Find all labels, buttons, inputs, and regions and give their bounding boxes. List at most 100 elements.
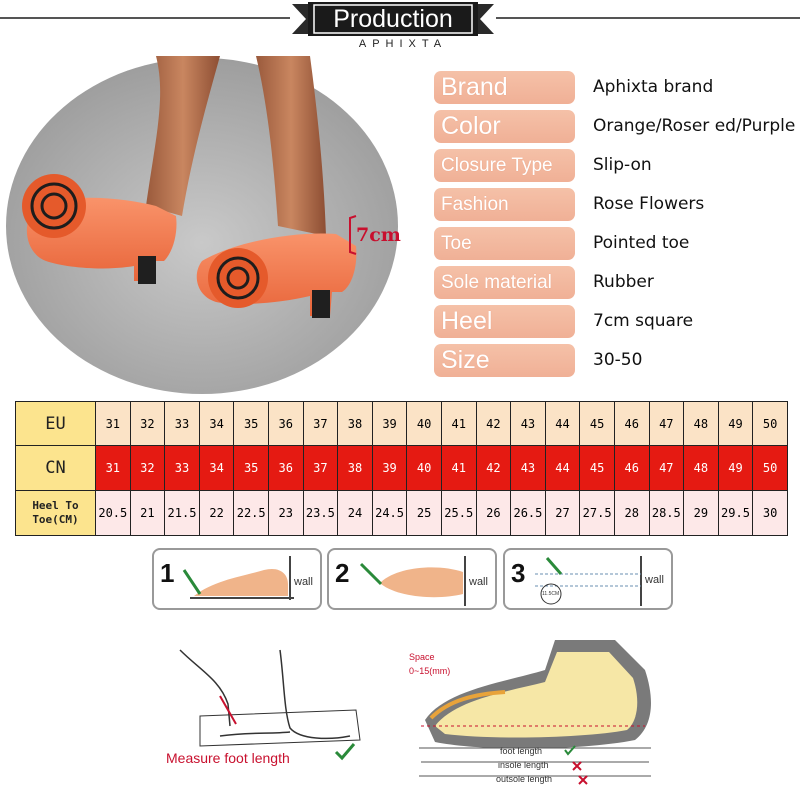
spec-row: Brand Aphixta brand — [434, 71, 800, 104]
measure-foot-sketch — [179, 649, 361, 761]
size-cell: 31 — [95, 401, 131, 446]
size-cell: 24 — [337, 490, 373, 536]
size-cell: 38 — [337, 445, 373, 491]
step-3-panel: 3 wall 11.5CM — [503, 548, 673, 610]
size-cell: 33 — [164, 445, 200, 491]
size-cell: 37 — [302, 401, 339, 446]
space-caption: Space — [409, 652, 435, 662]
heel-height-label: 7cm — [356, 224, 401, 246]
spec-value: Slip-on — [593, 155, 652, 175]
size-cell: 25.5 — [440, 490, 477, 536]
size-cell: 48 — [683, 401, 719, 446]
size-cell: 22 — [198, 490, 235, 536]
spec-row: Toe Pointed toe — [434, 227, 800, 260]
rose-flower-front — [208, 248, 268, 308]
size-cell: 23.5 — [302, 490, 339, 536]
rose-flower-back — [22, 174, 86, 238]
banner-ribbon — [292, 2, 494, 36]
spec-row: Heel 7cm square — [434, 305, 800, 338]
size-cell: 38 — [337, 401, 373, 446]
size-cell: 28.5 — [648, 490, 685, 536]
spec-value: Pointed toe — [593, 233, 690, 253]
step-1-wall-label: wall — [294, 576, 313, 588]
size-cell: 36 — [267, 445, 304, 491]
size-cell: 44 — [544, 445, 581, 491]
size-cell: 45 — [579, 445, 615, 491]
spec-key: Heel — [434, 305, 575, 338]
space-range: 0~15(mm) — [409, 666, 451, 676]
product-photo — [6, 56, 410, 394]
size-cell: 40 — [406, 445, 442, 491]
size-cell: 40 — [406, 401, 442, 446]
size-cell: 36 — [267, 401, 304, 446]
size-cell: 46 — [613, 401, 650, 446]
heel-to-toe-label-line1: Heel To — [32, 499, 79, 512]
step-1-panel: 1 wall — [152, 548, 322, 610]
foot-length-label: foot length — [500, 746, 543, 756]
size-cell: 41 — [440, 401, 477, 446]
foot-side-icon — [182, 556, 294, 600]
size-cell: 35 — [233, 401, 269, 446]
size-cell: 22.5 — [233, 490, 269, 536]
size-cell: 24.5 — [371, 490, 408, 536]
spec-value: Rubber — [593, 272, 654, 292]
spec-key: Brand — [434, 71, 575, 104]
step-3-wall-label: wall — [645, 574, 664, 586]
size-cell: 42 — [475, 401, 512, 446]
size-cell: 26.5 — [510, 490, 546, 536]
spec-row: Color Orange/Roser ed/Purple — [434, 110, 800, 143]
size-cell: 34 — [198, 445, 235, 491]
cn-label: CN — [15, 445, 96, 491]
size-cell: 41 — [440, 445, 477, 491]
heel-to-toe-label-line2: Toe(CM) — [32, 513, 79, 526]
header-rule-left — [0, 17, 290, 19]
size-cell: 44 — [544, 401, 581, 446]
shoe-illustration — [6, 56, 398, 394]
size-cell: 50 — [752, 401, 788, 446]
size-cell: 29.5 — [717, 490, 754, 536]
step-2-number: 2 — [335, 558, 350, 588]
spec-value: Orange/Roser ed/Purple — [593, 116, 796, 136]
spec-key: Toe — [434, 227, 575, 260]
spec-key: Sole material — [434, 266, 575, 299]
size-cell: 25 — [406, 490, 442, 536]
step-1-number: 1 — [160, 558, 175, 588]
header-title: Production — [333, 5, 453, 33]
size-cell: 42 — [475, 445, 512, 491]
size-cell: 34 — [198, 401, 235, 446]
spec-row: Sole material Rubber — [434, 266, 800, 299]
size-cell: 37 — [302, 445, 339, 491]
eu-label: EU — [15, 401, 96, 446]
size-cell: 28 — [613, 490, 650, 536]
spec-row: Fashion Rose Flowers — [434, 188, 800, 221]
spec-value: Aphixta brand — [593, 77, 714, 97]
spec-key: Fashion — [434, 188, 575, 221]
size-cell: 23 — [267, 490, 304, 536]
size-cell: 39 — [371, 445, 408, 491]
size-cell: 43 — [510, 401, 546, 446]
size-cell: 27 — [544, 490, 581, 536]
size-cell: 43 — [510, 445, 546, 491]
spec-key: Color — [434, 110, 575, 143]
size-cell: 47 — [648, 445, 685, 491]
insole-length-label: insole length — [498, 760, 549, 770]
size-cell: 48 — [683, 445, 719, 491]
size-cell: 30 — [752, 490, 788, 536]
size-cell: 39 — [371, 401, 408, 446]
size-cell: 49 — [717, 401, 754, 446]
step-3-number: 3 — [511, 558, 526, 588]
size-cell: 46 — [613, 445, 650, 491]
step-2-wall-label: wall — [469, 576, 488, 588]
size-cell: 21 — [129, 490, 166, 536]
size-cell: 26 — [475, 490, 512, 536]
size-cell: 49 — [717, 445, 754, 491]
size-cell: 45 — [579, 401, 615, 446]
size-cell: 29 — [683, 490, 719, 536]
spec-value: Rose Flowers — [593, 194, 705, 214]
shoe-cross-section — [419, 640, 651, 785]
size-cell: 47 — [648, 401, 685, 446]
spec-value: 7cm square — [593, 311, 694, 331]
step-2-panel: 2 wall — [327, 548, 497, 610]
